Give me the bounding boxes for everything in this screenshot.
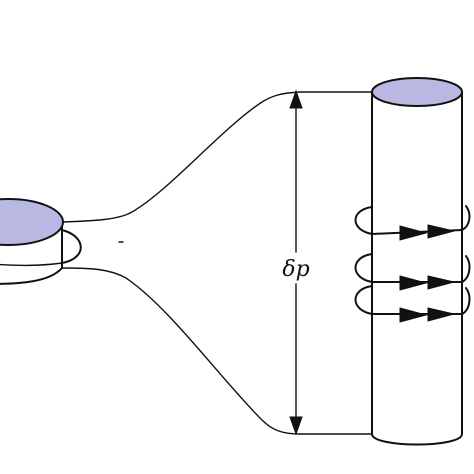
small-cylinder-field-loop — [61, 229, 82, 264]
small-cylinder — [0, 198, 82, 285]
loop-2-arrow-b-icon — [427, 275, 455, 290]
large-cylinder-loop-2-right — [461, 255, 471, 283]
small-cylinder-field-loop-front — [0, 262, 63, 267]
loop-3-arrow-a-icon — [399, 307, 428, 323]
dimension-arrow-up-icon — [289, 89, 303, 109]
loop-3-arrow-b-icon — [427, 307, 455, 322]
large-cylinder-loop-1-right — [461, 205, 471, 231]
large-cylinder-loop-2-back — [354, 253, 373, 283]
large-cylinder-body — [371, 91, 463, 446]
large-cylinder-top-face — [371, 77, 463, 107]
loop-1-arrow-a-icon — [399, 225, 428, 241]
loop-1-arrow-b-icon — [427, 224, 455, 239]
flux-tube-lower-edge — [61, 267, 373, 435]
large-cylinder-loop-3-back — [354, 285, 373, 315]
large-cylinder — [354, 77, 471, 446]
flux-tube-outline — [61, 91, 373, 435]
dimension-arrow-down-icon — [289, 416, 303, 436]
dimension-indicator: δp — [282, 89, 310, 436]
loop-2-arrow-a-icon — [399, 275, 428, 291]
delta-p-label: δp — [282, 257, 309, 282]
large-cylinder-loop-3-right — [461, 287, 471, 315]
flux-tube-upper-edge — [61, 91, 373, 223]
small-cylinder-top-face — [0, 198, 64, 246]
large-cylinder-loop-1-back — [354, 206, 373, 235]
